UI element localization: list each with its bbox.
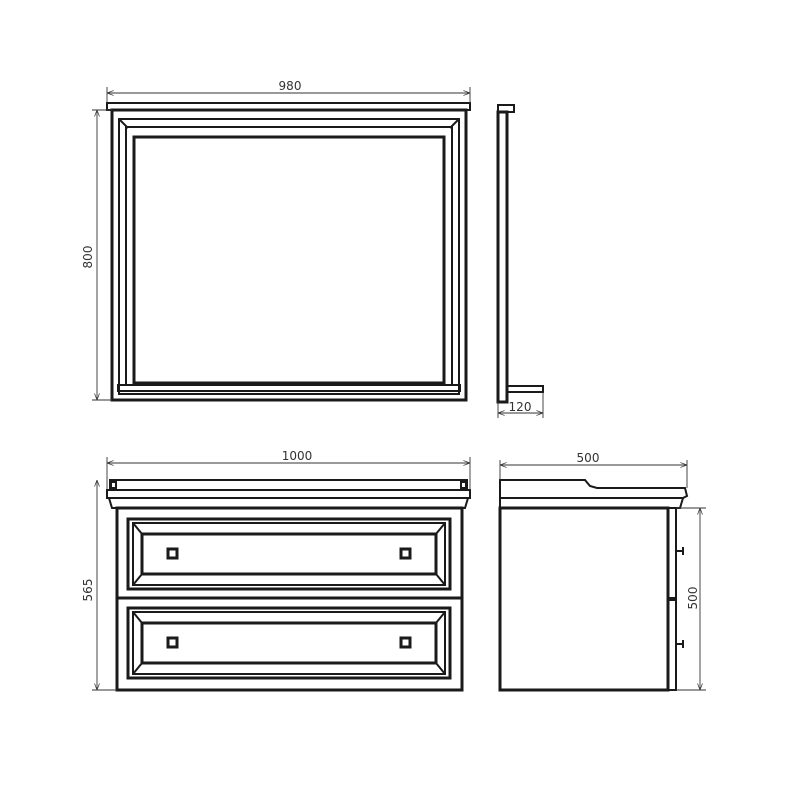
dimension-label-500-height: 500: [686, 587, 700, 610]
mirror-front-view: 980 800: [81, 79, 471, 402]
mirror-frame-outer: [110, 108, 468, 402]
dimension-label-980: 980: [279, 79, 302, 93]
vanity-side-body: [498, 506, 670, 692]
vanity-front-view: 1000 565: [81, 449, 471, 692]
vanity-side-view: 500 500: [498, 451, 706, 692]
vanity-top: [109, 479, 468, 491]
drawer-front-side-1: [667, 507, 677, 599]
mirror-glass: [132, 135, 446, 385]
handle-side-icon: [676, 640, 684, 648]
drawer-1[interactable]: [126, 517, 452, 591]
dimension-label-1000: 1000: [282, 449, 313, 463]
mirror-frame-inner: [125, 126, 453, 386]
mirror-side-shelf: [506, 385, 544, 393]
mirror-side-view: 120: [496, 104, 544, 418]
vanity-side-top: [499, 479, 689, 499]
mirror-side-panel: [496, 110, 509, 404]
drawer-knob-icon: [399, 636, 412, 649]
drawer-2[interactable]: [126, 606, 452, 680]
dimension-label-120: 120: [509, 400, 532, 414]
mirror-shelf: [117, 384, 461, 392]
vanity-cornice: [106, 489, 471, 499]
mirror-frame-bevel: [118, 118, 460, 395]
drawer-knob-icon: [166, 547, 179, 560]
dimension-label-800: 800: [81, 246, 95, 269]
drawer-knob-icon: [399, 547, 412, 560]
dimension-label-500-depth: 500: [577, 451, 600, 465]
drawer-knob-icon: [166, 636, 179, 649]
handle-side-icon: [676, 547, 684, 555]
dimension-label-565: 565: [81, 579, 95, 602]
